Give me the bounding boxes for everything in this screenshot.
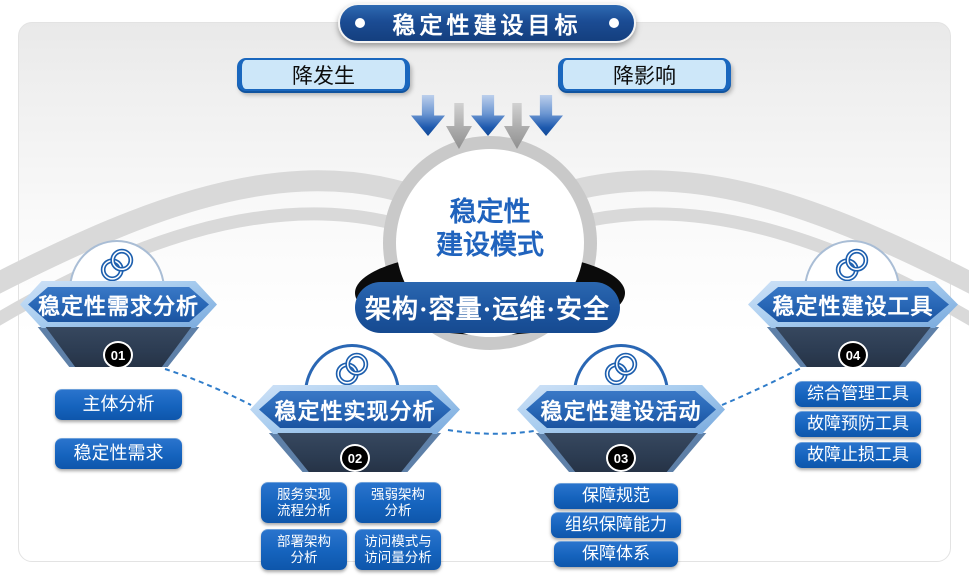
dashed-connector-03-04 bbox=[721, 366, 804, 406]
item-button: 保障体系 bbox=[554, 541, 678, 567]
module-02-number-badge: 02 bbox=[340, 444, 370, 472]
hub-pill-label: 架构·容量·运维·安全 bbox=[364, 295, 610, 324]
module-01-title-bar: 稳定性需求分析 bbox=[28, 287, 209, 322]
chain-link-icon bbox=[335, 352, 369, 386]
module-title: 稳定性建设工具 bbox=[772, 293, 934, 319]
chain-link-icon bbox=[100, 248, 134, 282]
item-button: 故障止损工具 bbox=[795, 442, 921, 468]
arc-right-upper bbox=[564, 170, 969, 294]
down-arrow-icon bbox=[411, 95, 445, 136]
banner-dot-icon bbox=[609, 18, 619, 28]
module-01-number-badge: 01 bbox=[103, 341, 133, 369]
module-title: 稳定性需求分析 bbox=[37, 293, 199, 319]
item-button: 访问模式与 访问量分析 bbox=[355, 529, 441, 570]
module-title: 稳定性实现分析 bbox=[274, 398, 436, 424]
hub-pill: 架构·容量·运维·安全 bbox=[355, 282, 620, 333]
goal-reduce-occurrence: 降发生 bbox=[237, 58, 410, 91]
item-button: 综合管理工具 bbox=[795, 381, 921, 407]
module-03-number-badge: 03 bbox=[606, 444, 636, 472]
item-button: 主体分析 bbox=[55, 389, 182, 420]
banner-dot-icon bbox=[355, 18, 365, 28]
down-arrow-icon bbox=[529, 95, 563, 136]
goal-label: 降发生 bbox=[292, 63, 355, 88]
item-button: 部署架构 分析 bbox=[261, 529, 347, 570]
module-03-title-bar: 稳定性建设活动 bbox=[526, 391, 716, 428]
item-button: 强弱架构 分析 bbox=[355, 482, 441, 523]
module-04-title-bar: 稳定性建设工具 bbox=[757, 287, 949, 322]
module-title: 稳定性建设活动 bbox=[540, 398, 702, 424]
chain-link-icon bbox=[835, 248, 869, 282]
item-button: 服务实现 流程分析 bbox=[261, 482, 347, 523]
item-button: 稳定性需求 bbox=[55, 438, 182, 469]
arc-left-upper bbox=[0, 170, 405, 294]
module-02-title-bar: 稳定性实现分析 bbox=[259, 391, 451, 428]
down-arrow-icon bbox=[504, 103, 530, 149]
chain-link-icon bbox=[604, 352, 638, 386]
goal-reduce-impact: 降影响 bbox=[558, 58, 731, 91]
hub-title: 稳定性 建设模式 bbox=[436, 197, 544, 260]
module-04-number-badge: 04 bbox=[838, 341, 868, 369]
item-button: 组织保障能力 bbox=[551, 512, 681, 538]
dashed-connector-01-02 bbox=[164, 368, 252, 406]
item-button: 保障规范 bbox=[554, 483, 678, 509]
dashed-connector-02-03 bbox=[447, 429, 535, 435]
title-banner: 稳定性建设目标 bbox=[338, 3, 636, 43]
goal-label: 降影响 bbox=[613, 63, 676, 88]
item-button: 故障预防工具 bbox=[795, 411, 921, 437]
down-arrow-icon bbox=[446, 103, 472, 149]
page-title: 稳定性建设目标 bbox=[392, 13, 582, 38]
down-arrow-icon bbox=[471, 95, 505, 136]
